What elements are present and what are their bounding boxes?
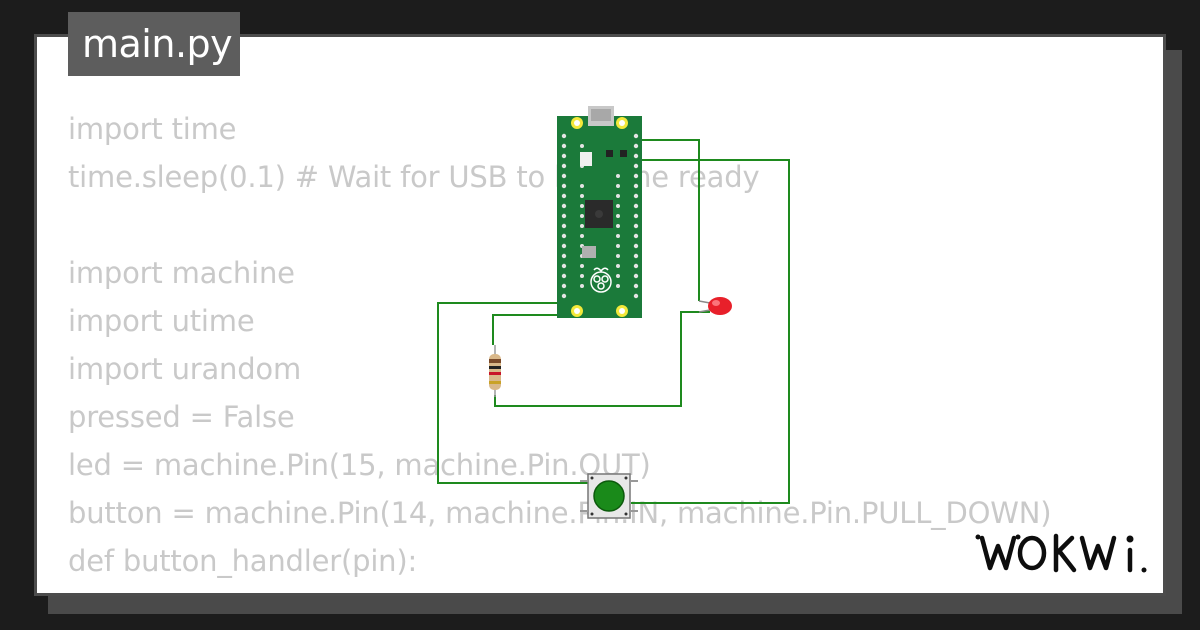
pico-board[interactable] [557, 106, 642, 318]
code-line: import urandom [68, 352, 302, 386]
code-line: import utime [68, 304, 255, 338]
code-line: global pressed [68, 585, 1051, 593]
code-background: import time time.sleep(0.1) # Wait for US… [68, 105, 1052, 593]
code-line: def button_handler(pin): [68, 544, 418, 578]
wire-gnd-resistor [492, 314, 560, 345]
code-line: import machine [68, 256, 295, 290]
wires [437, 139, 790, 504]
code-line: button = machine.Pin(14, machine.Pin.IN,… [68, 496, 1052, 530]
resistor[interactable] [489, 345, 501, 397]
mounting-holes [571, 117, 628, 317]
code-line: pressed = False [68, 400, 295, 434]
wire-gp15-led [636, 139, 700, 301]
code-line: time.sleep(0.1) # Wait for USB to become… [68, 160, 760, 194]
file-tab[interactable]: main.py [68, 12, 240, 76]
wire-gp14-button [631, 159, 790, 504]
pushbutton[interactable] [580, 473, 638, 519]
raspberry-logo-icon [590, 267, 612, 293]
red-led[interactable] [698, 297, 732, 315]
code-line: import time [68, 112, 237, 146]
bootsel-button [580, 152, 592, 166]
wire-resistor-led [494, 311, 710, 407]
wire-gnd-button [437, 302, 589, 484]
wokwi-logo [975, 533, 1147, 573]
